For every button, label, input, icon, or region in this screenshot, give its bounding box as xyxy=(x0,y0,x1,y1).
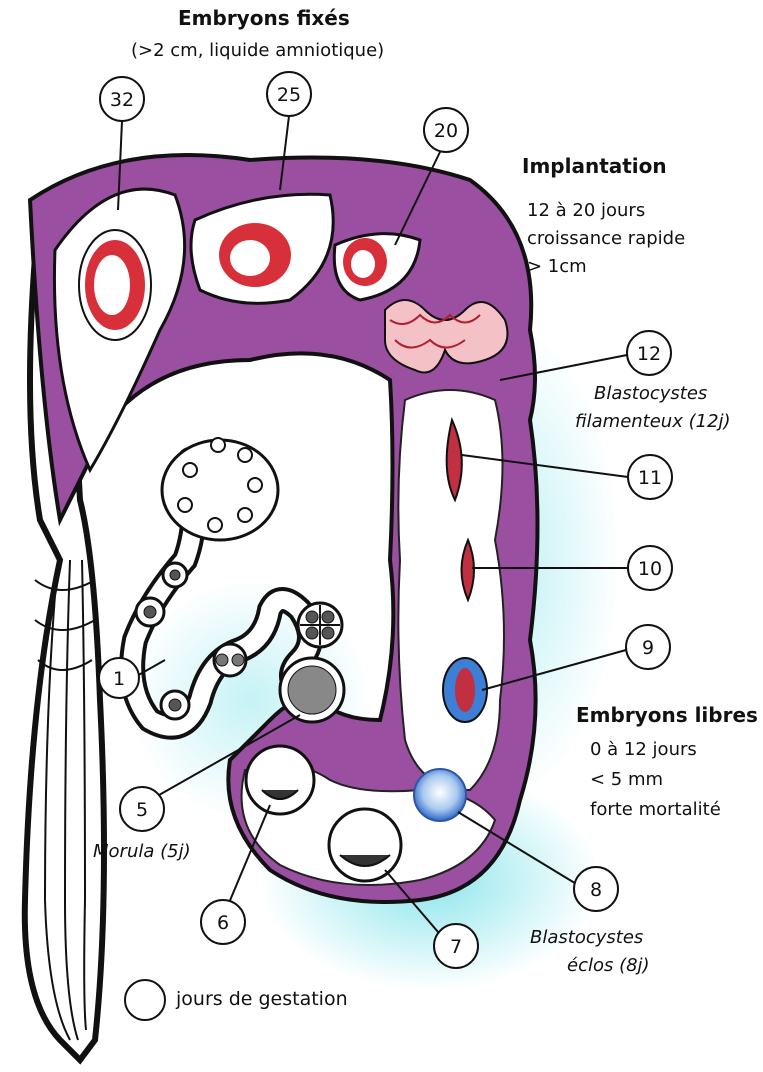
day-badge-10: 10 xyxy=(628,546,672,590)
eclos-caption-2: éclos (8j) xyxy=(567,953,650,978)
fixed-embryos-title: Embryons fixés xyxy=(178,6,350,30)
svg-text:5: 5 xyxy=(136,799,148,821)
free-embryos-line-1: 0 à 12 jours xyxy=(590,737,697,762)
day-badge-9: 9 xyxy=(626,625,670,669)
implantation-line-2: croissance rapide xyxy=(527,226,685,251)
svg-text:20: 20 xyxy=(434,120,458,142)
implantation-line-1: 12 à 20 jours xyxy=(527,198,645,223)
svg-text:25: 25 xyxy=(277,84,301,106)
day-badge-20: 20 xyxy=(424,108,468,152)
svg-text:32: 32 xyxy=(110,89,134,111)
svg-text:9: 9 xyxy=(642,637,654,659)
day-badge-1: 1 xyxy=(99,658,139,698)
day-badge-12: 12 xyxy=(627,331,671,375)
implantation-title: Implantation xyxy=(522,154,667,178)
free-embryos-line-2: < 5 mm xyxy=(590,767,663,792)
day-badge-32: 32 xyxy=(100,77,144,121)
svg-text:6: 6 xyxy=(217,912,229,934)
svg-text:11: 11 xyxy=(638,467,662,489)
fixed-embryos-subtitle: (>2 cm, liquide amniotique) xyxy=(131,38,384,63)
svg-text:1: 1 xyxy=(113,668,125,690)
day-badge-25: 25 xyxy=(267,72,311,116)
svg-text:12: 12 xyxy=(637,343,661,365)
legend-label: jours de gestation xyxy=(176,987,348,1012)
free-embryos-title: Embryons libres xyxy=(576,703,758,727)
day-badge-5: 5 xyxy=(120,787,164,831)
day-badge-8: 8 xyxy=(574,867,618,911)
eclos-caption-1: Blastocystes xyxy=(530,925,643,950)
filamenteux-caption-2: filamenteux (12j) xyxy=(575,409,731,434)
filamenteux-caption-1: Blastocystes xyxy=(594,381,707,406)
implantation-line-3: > 1cm xyxy=(527,254,587,279)
svg-text:8: 8 xyxy=(590,879,602,901)
day-badge-7: 7 xyxy=(434,924,478,968)
day-badge-11: 11 xyxy=(628,455,672,499)
svg-text:7: 7 xyxy=(450,936,462,958)
legend-circle xyxy=(125,980,165,1020)
day-badge-6: 6 xyxy=(201,900,245,944)
morula-caption: Morula (5j) xyxy=(93,839,191,864)
svg-text:10: 10 xyxy=(638,558,662,580)
free-embryos-line-3: forte mortalité xyxy=(590,797,721,822)
